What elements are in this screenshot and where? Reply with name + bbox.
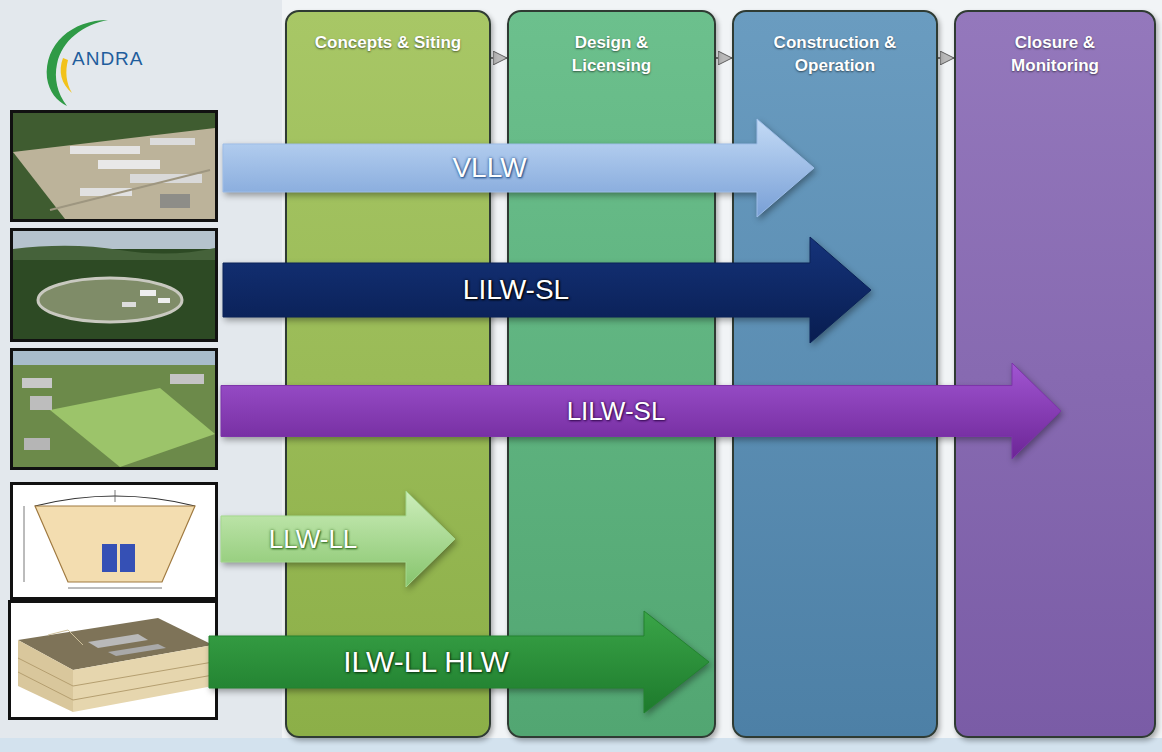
aerial-photo-vllw bbox=[10, 110, 218, 222]
waste-arrow: LILW-SL bbox=[220, 362, 1062, 460]
waste-category: LILW-SL bbox=[567, 396, 666, 427]
waste-arrow: ILW-LL HLW bbox=[208, 610, 710, 714]
phase-column: Closure & Monitoring bbox=[954, 10, 1156, 738]
arrow-body bbox=[221, 491, 455, 587]
waste-category: VLLW bbox=[452, 152, 526, 184]
logo-text: ANDRA bbox=[72, 48, 144, 70]
phase-heading: Concepts & Siting bbox=[313, 32, 463, 55]
aerial-photo-lilw-site bbox=[10, 228, 218, 342]
phase-arrow bbox=[716, 57, 732, 59]
waste-category: ILW-LL HLW bbox=[343, 645, 509, 679]
waste-arrow: LLW-LL bbox=[220, 490, 456, 588]
phase-arrow bbox=[491, 57, 507, 59]
aerial-photo-lilw-closed bbox=[10, 348, 218, 470]
phase-column: Concepts & Siting bbox=[285, 10, 491, 738]
phase-arrow bbox=[938, 57, 954, 59]
bottom-strip bbox=[0, 738, 1162, 752]
deep-repository-block bbox=[8, 600, 218, 720]
phase-heading: Design & Licensing bbox=[537, 32, 687, 78]
phase-heading: Construction & Operation bbox=[760, 32, 910, 78]
phase-heading: Closure & Monitoring bbox=[980, 32, 1130, 78]
waste-arrow: LILW-SL bbox=[222, 236, 872, 344]
phase-column: Construction & Operation bbox=[732, 10, 938, 738]
arrow-body bbox=[223, 119, 814, 217]
phase-column: Design & Licensing bbox=[507, 10, 716, 738]
waste-category: LILW-SL bbox=[463, 274, 569, 306]
arrow-body bbox=[221, 363, 1061, 459]
trench-cross-section bbox=[10, 482, 218, 600]
waste-arrow: VLLW bbox=[222, 118, 815, 218]
arrow-body bbox=[209, 611, 709, 713]
waste-category: LLW-LL bbox=[269, 524, 358, 555]
arrow-body bbox=[223, 237, 871, 343]
